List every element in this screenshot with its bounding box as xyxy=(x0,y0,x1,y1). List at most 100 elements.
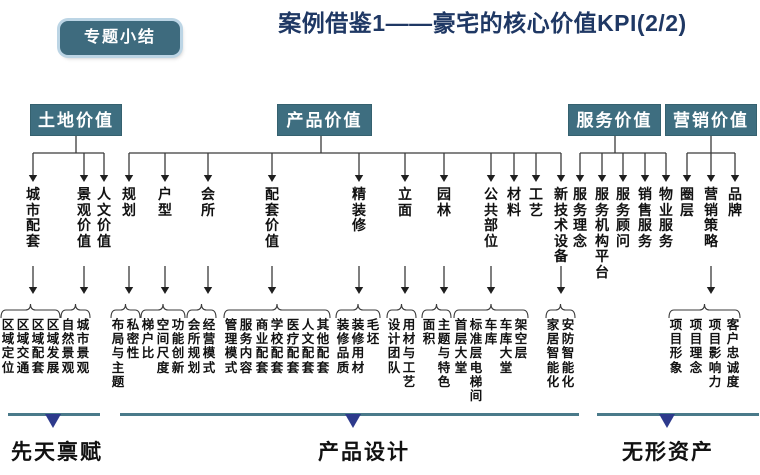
section-triangle xyxy=(45,414,61,428)
arrowhead xyxy=(575,175,585,182)
level2-node: 服务机构平台 xyxy=(595,186,609,280)
arrowhead xyxy=(486,287,496,294)
arrowhead xyxy=(160,175,170,182)
arrowhead xyxy=(640,175,650,182)
level2-node: 圈层 xyxy=(680,186,694,218)
arrowhead xyxy=(597,175,607,182)
group-brace xyxy=(110,303,141,319)
section-triangle xyxy=(659,414,675,428)
level1-node: 营销价值 xyxy=(665,104,757,136)
level2-node: 营销策略 xyxy=(704,186,718,249)
arrowhead xyxy=(79,287,89,294)
level3-node: 私密性 xyxy=(126,318,140,361)
section-label: 先天禀赋 xyxy=(11,441,103,464)
level3-node: 项目影响力 xyxy=(708,318,722,389)
level3-node: 功能创新 xyxy=(171,318,185,375)
level3-node: 项目理念 xyxy=(689,318,703,375)
level3-node: 设计团队 xyxy=(387,318,401,375)
level3-node: 用材与工艺 xyxy=(402,318,416,389)
level3-node: 医疗配套 xyxy=(286,318,300,375)
arrowhead xyxy=(28,175,38,182)
level2-node: 材料 xyxy=(507,186,521,218)
level1-node: 服务价值 xyxy=(568,104,661,136)
level2-node: 城市配套 xyxy=(26,186,40,249)
group-brace xyxy=(0,303,61,319)
arrowhead xyxy=(706,287,716,294)
level2-node: 会所 xyxy=(201,186,215,218)
level3-node: 人文配套 xyxy=(301,318,315,375)
level2-node: 景观价值 xyxy=(77,186,91,249)
level2-node: 物业服务 xyxy=(659,186,673,249)
level3-node: 安防智能化 xyxy=(561,318,575,389)
level2-node: 公共部位 xyxy=(484,186,498,249)
level2-node: 服务顾问 xyxy=(616,186,630,249)
group-brace xyxy=(223,303,331,319)
section-bar xyxy=(597,413,759,416)
level3-node: 经营模式 xyxy=(202,318,216,375)
group-brace xyxy=(60,303,91,319)
level3-node: 自然景观 xyxy=(61,318,75,375)
arrowhead xyxy=(682,175,692,182)
level3-node: 毛坯 xyxy=(366,318,380,347)
group-brace xyxy=(453,303,529,319)
level3-node: 会所规划 xyxy=(187,318,201,375)
level3-node: 商业配套 xyxy=(255,318,269,375)
arrowhead xyxy=(99,175,109,182)
level3-node: 其他配套 xyxy=(316,318,330,375)
level2-node: 新技术设备 xyxy=(554,186,568,264)
arrowhead xyxy=(160,287,170,294)
level2-node: 配套价值 xyxy=(265,186,279,249)
arrowhead xyxy=(203,175,213,182)
arrowhead xyxy=(730,175,740,182)
section-triangle xyxy=(345,414,361,428)
arrowhead xyxy=(439,175,449,182)
arrowhead xyxy=(267,287,277,294)
arrowhead xyxy=(79,175,89,182)
level3-node: 项目形象 xyxy=(669,318,683,375)
level3-node: 区域发展 xyxy=(46,318,60,375)
level3-node: 管理模式 xyxy=(224,318,238,375)
level3-node: 服务内容 xyxy=(239,318,253,375)
level3-node: 区域交通 xyxy=(16,318,30,375)
level2-node: 服务理念 xyxy=(573,186,587,249)
level2-node: 品牌 xyxy=(728,186,742,218)
level2-node: 园林 xyxy=(437,186,451,218)
level2-node: 规划 xyxy=(122,186,136,218)
group-brace xyxy=(386,303,417,319)
level2-node: 立面 xyxy=(398,186,412,218)
group-brace xyxy=(186,303,217,319)
level3-node: 空间尺度 xyxy=(156,318,170,375)
level3-node: 装修用材 xyxy=(351,318,365,375)
arrowhead xyxy=(439,287,449,294)
arrowhead xyxy=(509,175,519,182)
level2-node: 销售服务 xyxy=(638,186,652,249)
arrowhead xyxy=(203,287,213,294)
level3-node: 城市景观 xyxy=(76,318,90,375)
arrowhead xyxy=(354,287,364,294)
arrowhead xyxy=(661,175,671,182)
level3-node: 架空层 xyxy=(514,318,528,361)
arrowhead xyxy=(124,175,134,182)
level3-node: 车库 xyxy=(484,318,498,347)
arrowhead xyxy=(556,287,566,294)
level2-node: 户型 xyxy=(158,186,172,218)
group-brace xyxy=(421,303,452,319)
level3-node: 首层大堂 xyxy=(454,318,468,375)
level3-node: 装修品质 xyxy=(336,318,350,375)
section-label: 无形资产 xyxy=(622,441,714,464)
arrowhead xyxy=(556,175,566,182)
level3-node: 客户忠诚度 xyxy=(726,318,740,389)
level2-node: 工艺 xyxy=(529,186,543,218)
level3-node: 梯户比 xyxy=(141,318,155,361)
level3-node: 区域配套 xyxy=(31,318,45,375)
level3-node: 主题与特色 xyxy=(437,318,451,389)
section-label: 产品设计 xyxy=(318,441,410,464)
arrowhead xyxy=(400,175,410,182)
arrowhead xyxy=(267,175,277,182)
summary-badge: 专题小结 xyxy=(60,21,180,55)
group-brace xyxy=(335,303,381,319)
group-brace xyxy=(140,303,186,319)
level3-node: 车库大堂 xyxy=(499,318,513,375)
